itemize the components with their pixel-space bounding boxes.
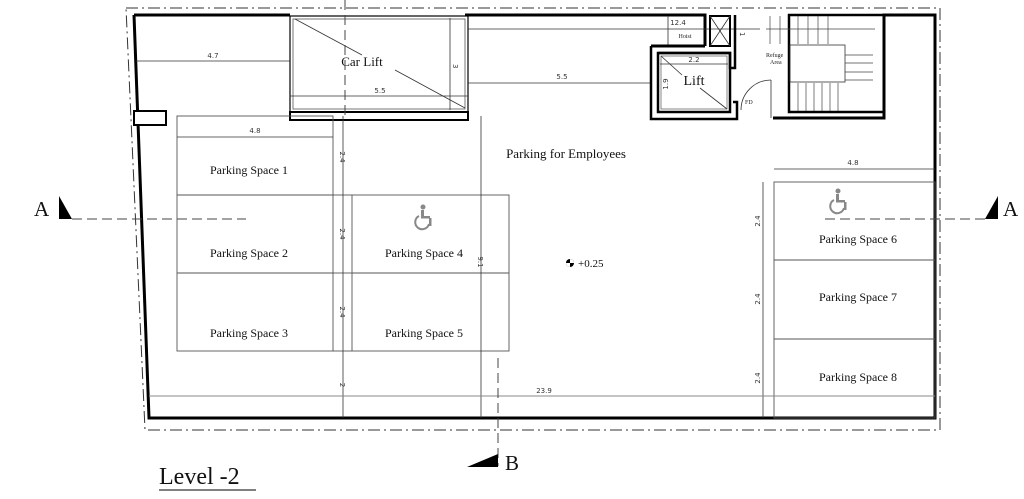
level-title: Level -2 (159, 464, 240, 490)
accessible-icon (829, 188, 847, 215)
corridor-dimension: 5.5 (468, 73, 650, 84)
parking-bay-right: 4.8 2.4 2.4 2.4 Parking Space 6 Parking … (754, 159, 936, 419)
parking-space-2: Parking Space 2 (210, 246, 288, 260)
dim-label: 9.1 (476, 256, 484, 267)
section-marker-right: A (1003, 197, 1019, 221)
passenger-lift: Lift 2.2 1.9 1 (649, 15, 746, 121)
level-marker: +0.25 (566, 258, 604, 270)
section-marker-bottom: B (505, 451, 519, 475)
parking-space-4: Parking Space 4 (385, 246, 463, 260)
accessible-icon (414, 204, 432, 231)
overall-dimension: 23.9 (149, 387, 935, 397)
dim-label: 2.2 (688, 56, 699, 64)
dim-label: 2.4 (754, 215, 762, 227)
dim-label: 4.8 (249, 127, 260, 135)
hoist-label: Hoist (678, 34, 691, 40)
parking-bay-middle: Parking Space 4 Parking Space 5 9.1 (351, 116, 510, 418)
section-line-b: B (344, 0, 519, 475)
level-marker-value: +0.25 (578, 258, 604, 270)
dim-car-lift-width: 5.5 (374, 87, 385, 95)
outer-walls (132, 13, 937, 420)
parking-bay-left: 4.8 Parking Space 1 Parking Space 2 Park… (176, 115, 334, 352)
dim-label: 2.4 (754, 372, 762, 384)
dim-label: 1.9 (662, 78, 670, 89)
dim-label: 23.9 (536, 387, 552, 395)
hoist-dimension: 12.4 Hoist (468, 16, 760, 46)
parking-space-1: Parking Space 1 (210, 163, 288, 177)
property-boundary (125, 7, 941, 431)
car-lift: Car Lift 3 5.5 (289, 15, 469, 121)
dim-label: 1 (738, 32, 746, 36)
dimension-left-offset: 4.7 (136, 52, 290, 62)
section-line-a: A A (34, 196, 1019, 221)
dim-label: 2 (338, 383, 346, 387)
dim-label: 2.4 (754, 293, 762, 305)
parking-space-6: Parking Space 6 (819, 232, 897, 246)
parking-space-7: Parking Space 7 (819, 290, 897, 304)
refuge-stair: Refuge Area FD (740, 13, 886, 118)
drawing-title: Level -2 (159, 464, 256, 491)
fire-door-label: FD (745, 100, 753, 106)
dim-label: 2.4 (338, 151, 346, 163)
section-marker-left: A (34, 197, 50, 221)
dim-label: 4.8 (847, 159, 858, 167)
dim-car-lift-depth: 3 (451, 64, 459, 68)
parking-space-8: Parking Space 8 (819, 370, 897, 384)
parking-space-3: Parking Space 3 (210, 326, 288, 340)
dim-label: 12.4 (670, 19, 686, 27)
refuge-label-2: Area (770, 60, 782, 66)
refuge-label-1: Refuge (766, 52, 784, 59)
dim-label: 5.5 (556, 73, 567, 81)
dim-label: 4.7 (207, 52, 218, 60)
dim-label: 2.4 (338, 228, 346, 240)
area-label: Parking for Employees (506, 146, 626, 161)
parking-space-5: Parking Space 5 (385, 326, 463, 340)
dimension-chain-left: 2.4 2.4 2.4 2 (333, 116, 352, 418)
lift-label: Lift (684, 74, 705, 89)
car-lift-label: Car Lift (341, 54, 383, 69)
dim-label: 2.4 (338, 306, 346, 318)
